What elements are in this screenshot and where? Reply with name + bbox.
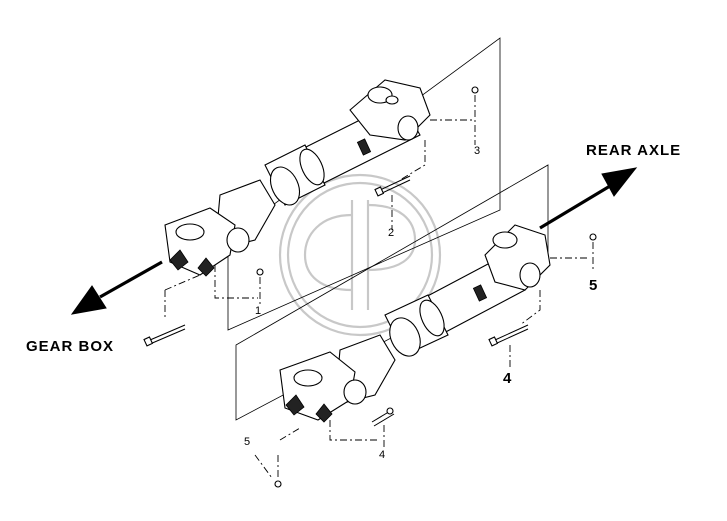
callout-2: 2 [388,227,395,239]
callout-3: 3 [474,145,481,157]
callout-5-small: 5 [244,436,251,448]
rear-axle-label: REAR AXLE [586,142,682,159]
bolt-upper-left [143,324,186,347]
upper-drive-shaft [164,79,431,277]
bolt-lower-right [488,324,529,347]
bolt-lower-middle [371,407,395,427]
arrow-up-right-icon [539,167,638,230]
arrow-down-left-icon [70,260,163,315]
nut-lower-right [589,233,597,241]
callout-5-large: 5 [589,277,598,294]
lower-drive-shaft [279,224,551,423]
nut-upper-right [471,86,479,94]
bolt-upper-middle [374,175,411,197]
callout-4-small: 4 [379,449,386,461]
nut-upper-left [256,268,264,276]
nut-lower-left [274,480,282,488]
gear-box-label: GEAR BOX [26,338,115,355]
callout-4-large: 4 [503,370,512,387]
callout-1: 1 [255,305,262,317]
upper-frame-outline [227,37,501,331]
